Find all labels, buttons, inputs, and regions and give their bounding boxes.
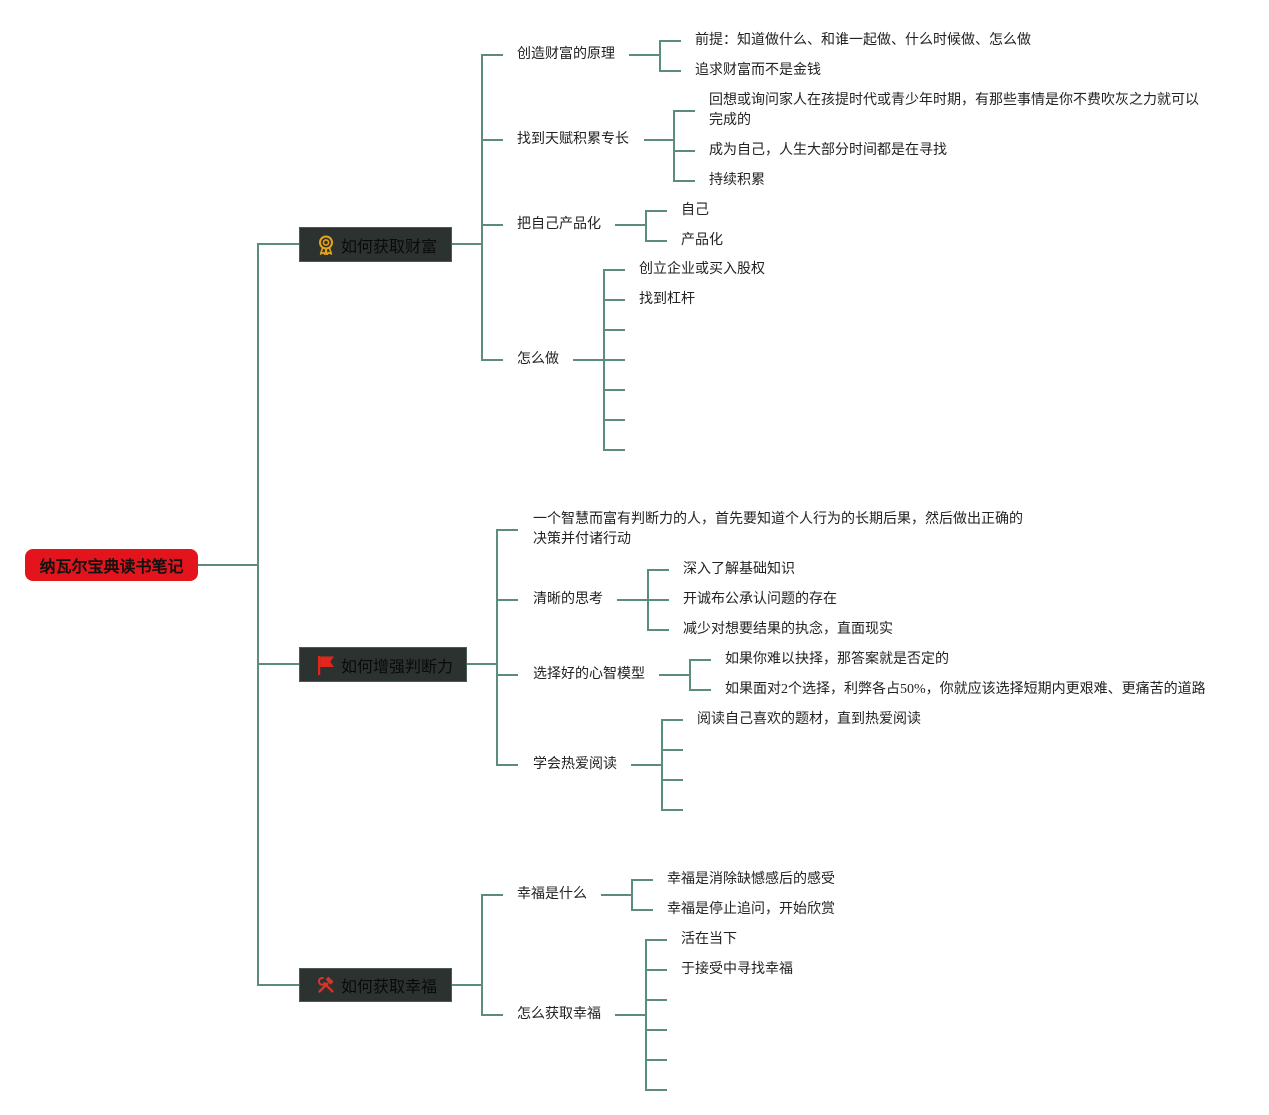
central-topic[interactable]: 纳瓦尔宝典读书笔记 (25, 549, 198, 581)
award-icon (317, 235, 335, 255)
leaf-topic-find-in-acceptance[interactable]: 于接受中寻找幸福 (681, 962, 793, 977)
leaf-topic-start-business[interactable]: 创立企业或买入股权 (639, 262, 765, 277)
leaf-topic-productize[interactable]: 产品化 (681, 233, 723, 248)
leaf-topic-stop-asking[interactable]: 幸福是停止追问，开始欣赏 (667, 902, 835, 917)
connector-happiness (451, 894, 503, 1016)
subtopic-how-to-do[interactable]: 怎么做 (517, 352, 559, 367)
connector-love-reading (631, 719, 683, 811)
subtopic-clear-thinking[interactable]: 清晰的思考 (533, 592, 603, 607)
flag-icon (317, 655, 335, 675)
connector-how-get-happiness (615, 939, 667, 1091)
leaf-topic-yourself[interactable]: 自己 (681, 203, 709, 218)
subtopic-mental-models[interactable]: 选择好的心智模型 (533, 667, 645, 682)
connector-wealth (451, 54, 503, 361)
leaf-topic-pursue-wealth[interactable]: 追求财富而不是金钱 (695, 63, 821, 78)
leaf-topic-understand-basics[interactable]: 深入了解基础知识 (683, 562, 795, 577)
leaf-topic-read-favorites[interactable]: 阅读自己喜欢的题材，直到热爱阅读 (697, 712, 921, 727)
connector-mental-models (659, 659, 711, 691)
main-topic-label: 如何增强判断力 (341, 658, 454, 676)
leaf-topic-find-leverage[interactable]: 找到杠杆 (639, 292, 695, 307)
leaf-topic-keep-accumulating[interactable]: 持续积累 (709, 173, 765, 188)
leaf-topic-choose-harder-path[interactable]: 如果面对2个选择，利弊各占50%，你就应该选择短期内更艰难、更痛苦的道路 (725, 682, 1206, 697)
subtopic-productize-yourself[interactable]: 把自己产品化 (517, 217, 601, 232)
connector-find-talent (644, 110, 695, 182)
subtopic-what-is-happiness[interactable]: 幸福是什么 (517, 887, 587, 902)
leaf-topic-live-now[interactable]: 活在当下 (681, 932, 737, 947)
leaf-topic-hard-choice-no[interactable]: 如果你难以抉择，那答案就是否定的 (725, 652, 949, 667)
subtopic-find-talent[interactable]: 找到天赋积累专长 (517, 132, 629, 147)
leaf-topic-be-yourself[interactable]: 成为自己，人生大部分时间都是在寻找 (709, 143, 947, 158)
subtopic-love-reading[interactable]: 学会热爱阅读 (533, 757, 617, 772)
subtopic-how-get-happiness[interactable]: 怎么获取幸福 (517, 1007, 601, 1022)
connector-judgment (466, 529, 518, 766)
connector-central-spine (197, 243, 300, 986)
leaf-topic-recall-childhood[interactable]: 回想或询问家人在孩提时代或青少年时期，有那些事情是你不费吹灰之力就可以完成的 (709, 93, 1199, 128)
connector-clear-thinking (617, 569, 669, 631)
main-topic-wealth[interactable]: 如何获取财富 (299, 227, 452, 262)
leaf-topic-premise[interactable]: 前提：知道做什么、和谁一起做、什么时候做、怎么做 (695, 33, 1031, 48)
main-topic-happiness[interactable]: 如何获取幸福 (299, 968, 452, 1002)
leaf-topic-face-reality[interactable]: 减少对想要结果的执念，直面现实 (683, 622, 893, 637)
subtopic-wise-person[interactable]: 一个智慧而富有判断力的人，首先要知道个人行为的长期后果，然后做出正确的决策并付诸… (533, 512, 1023, 547)
connector-wealth-principle (629, 40, 681, 72)
tools-icon (317, 975, 335, 995)
connector-productize (615, 210, 667, 242)
main-topic-label: 如何获取幸福 (341, 979, 438, 996)
leaf-topic-no-regret[interactable]: 幸福是消除缺憾感后的感受 (667, 872, 835, 887)
main-topic-label: 如何获取财富 (341, 238, 438, 256)
main-topic-judgment[interactable]: 如何增强判断力 (299, 647, 467, 682)
leaf-topic-admit-problems[interactable]: 开诚布公承认问题的存在 (683, 592, 837, 607)
connector-what-is-happiness (601, 879, 653, 911)
subtopic-wealth-principle[interactable]: 创造财富的原理 (517, 47, 615, 62)
